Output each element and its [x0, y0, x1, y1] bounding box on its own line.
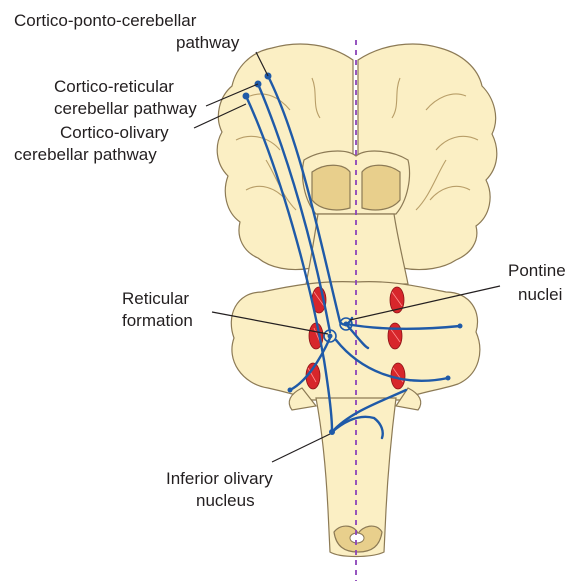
label-pontine-nuclei-line2: nuclei [518, 285, 562, 304]
origin-dot-olivary [243, 93, 250, 100]
label-cortico-ponto-line2: pathway [176, 33, 240, 52]
right-thalamus [362, 165, 400, 210]
label-inferior-olivary-line2: nucleus [196, 491, 255, 510]
label-cortico-olivary-line2: cerebellar pathway [14, 145, 157, 164]
label-cortico-reticular-line1: Cortico-reticular [54, 77, 174, 96]
pontine-nucleus-right-middle [388, 323, 402, 349]
label-cortico-olivary-line1: Cortico-olivary [60, 123, 169, 142]
midbrain [306, 214, 408, 284]
label-pontine-nuclei-line1: Pontine [508, 261, 566, 280]
label-reticular-formation-line1: Reticular [122, 289, 189, 308]
left-thalamus [312, 165, 350, 210]
label-cortico-ponto-line1: Cortico-ponto-cerebellar [14, 11, 197, 30]
label-inferior-olivary-line1: Inferior olivary [166, 469, 273, 488]
label-reticular-formation-line2: formation [122, 311, 193, 330]
label-cortico-reticular-line2: cerebellar pathway [54, 99, 197, 118]
